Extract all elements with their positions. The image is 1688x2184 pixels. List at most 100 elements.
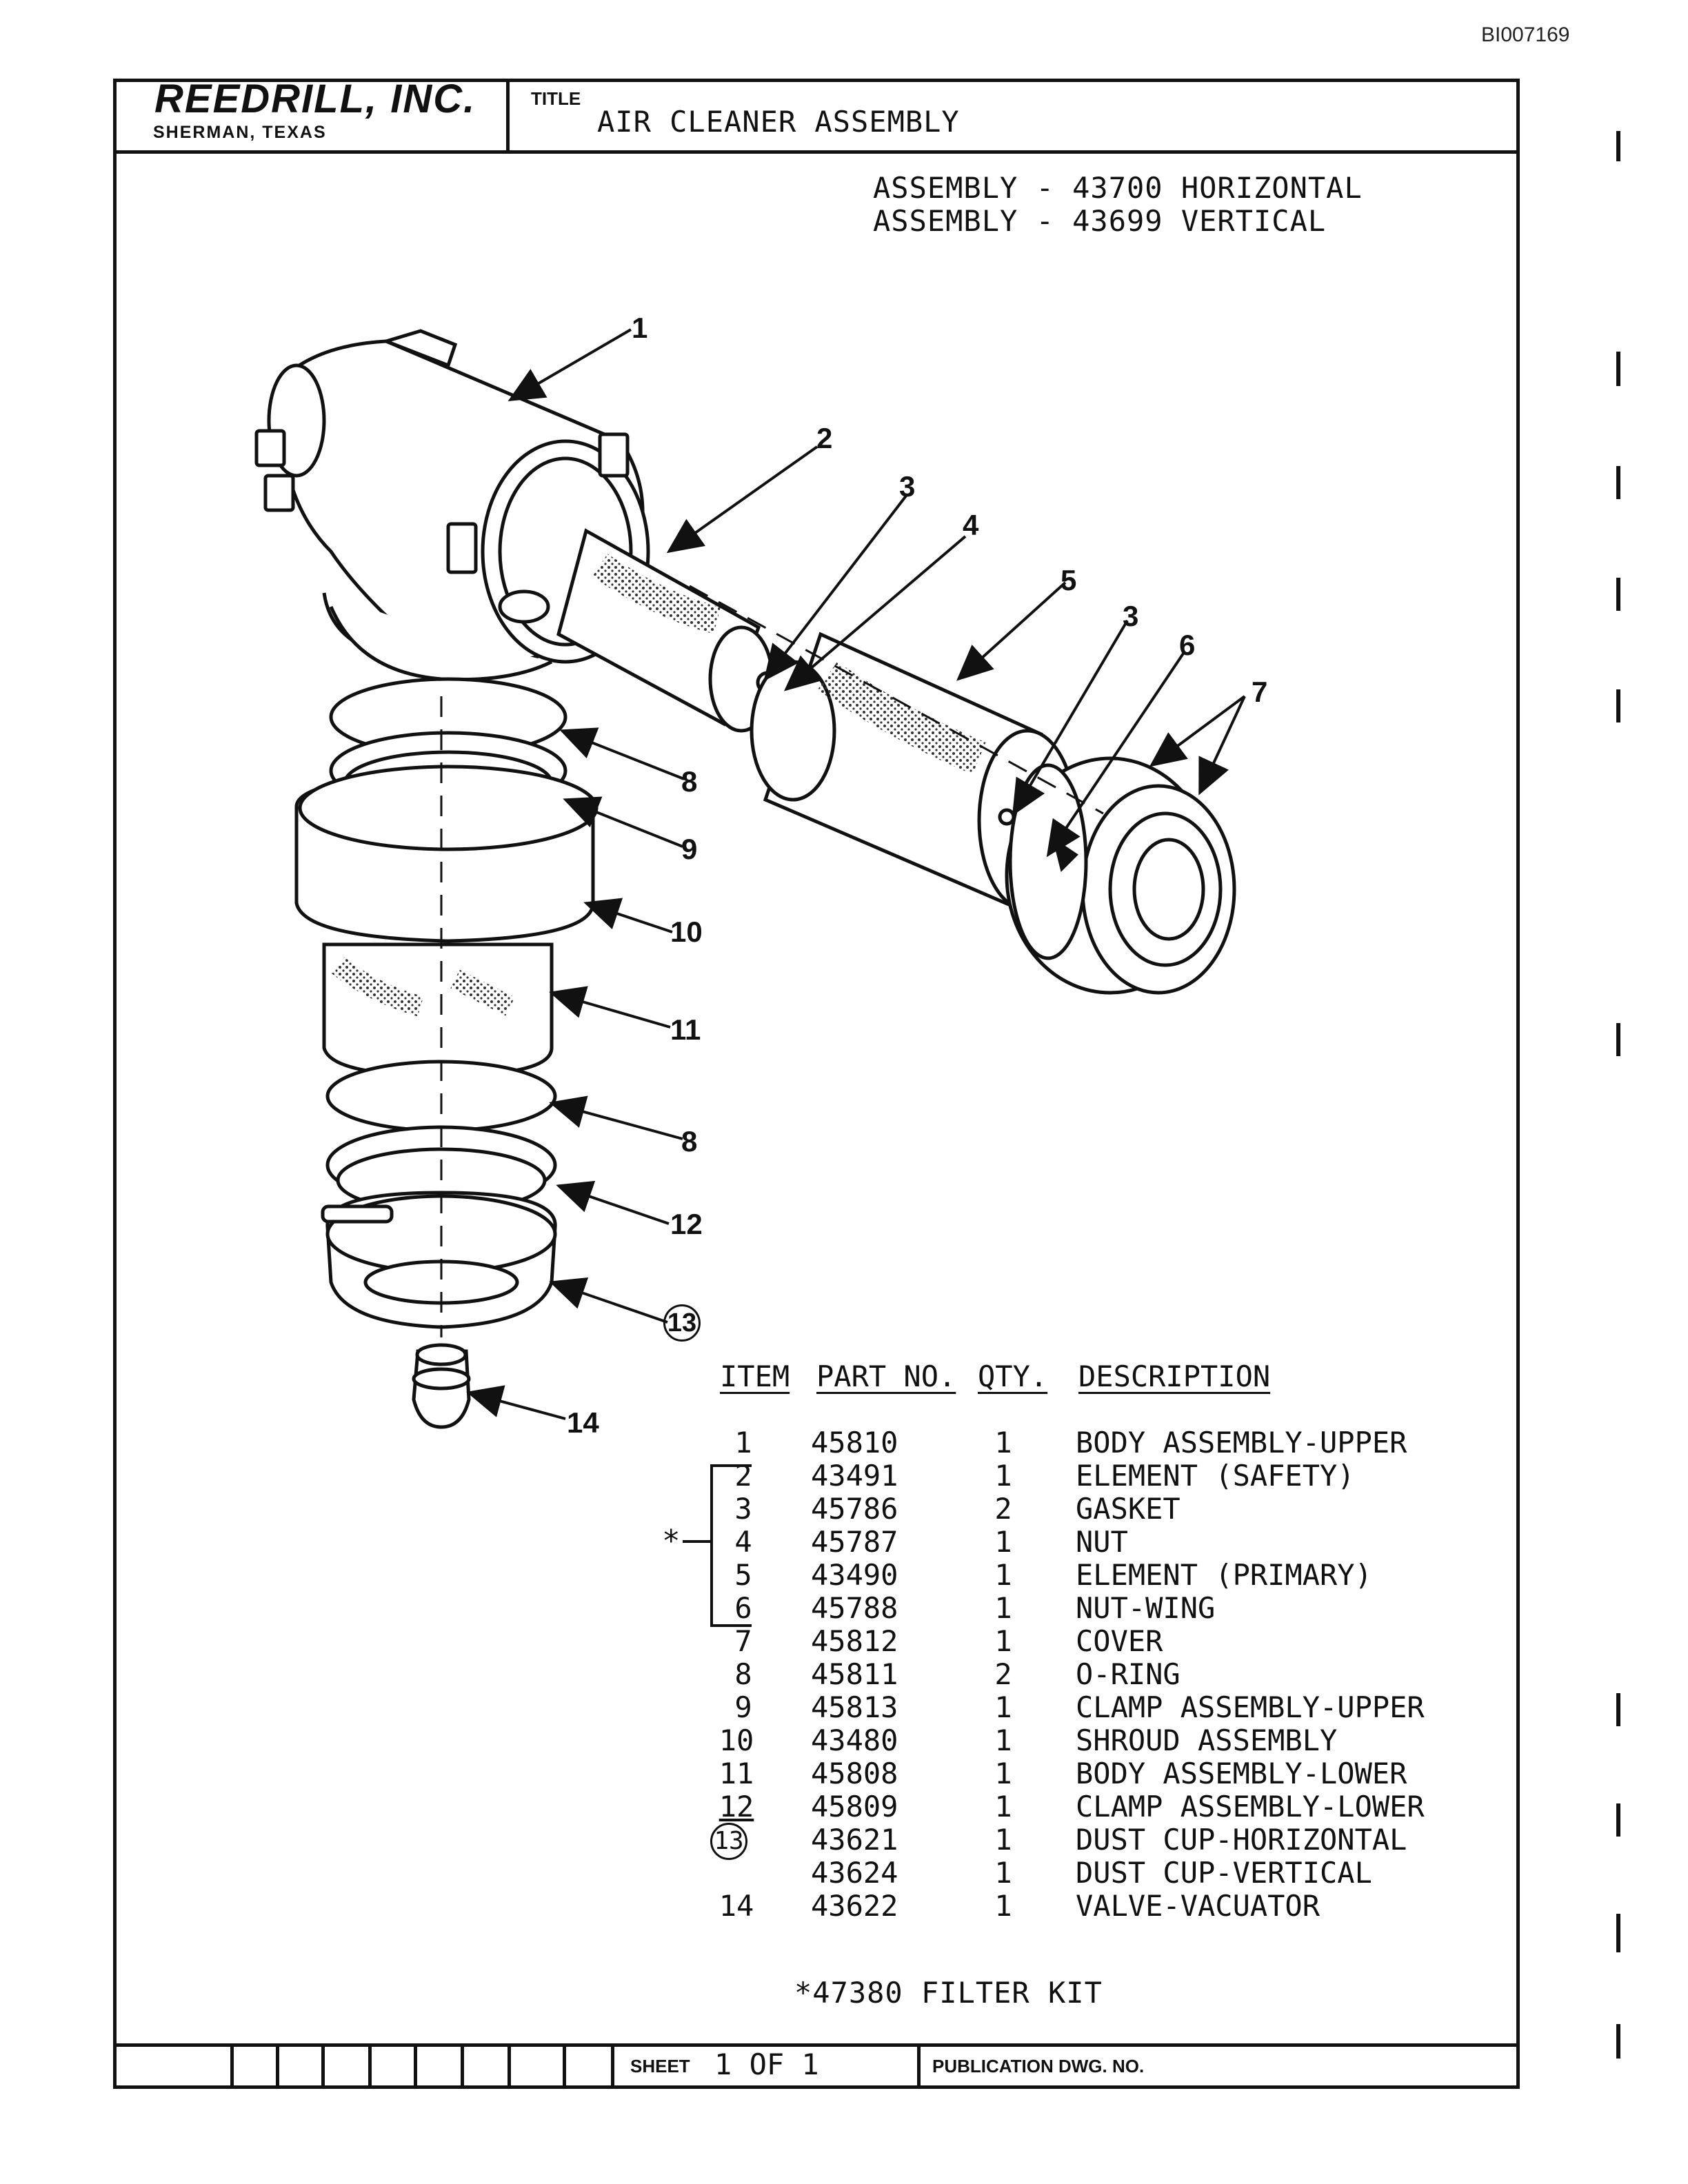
row-part: 45808 [811, 1757, 898, 1790]
scan-edge-mark [1616, 352, 1620, 386]
row-part: 43490 [811, 1558, 898, 1592]
row-qty: 1 [994, 1591, 1012, 1625]
row-qty: 1 [994, 1823, 1012, 1857]
filter-kit-note: *47380 FILTER KIT [794, 1976, 1103, 2010]
footer-divider [113, 2043, 1520, 2047]
row-desc: BODY ASSEMBLY-LOWER [1076, 1757, 1407, 1790]
footer-cell-divider [508, 2045, 511, 2089]
document-id: BI007169 [1481, 23, 1570, 46]
callout-13-circle: 13 [663, 1304, 701, 1342]
row-part: 45809 [811, 1790, 898, 1823]
drawing-title: AIR CLEANER ASSEMBLY [597, 105, 960, 139]
title-label: TITLE [531, 88, 581, 109]
footer-cell-divider [321, 2045, 325, 2089]
row-item: 7 [734, 1624, 752, 1658]
footer-cell-divider [563, 2045, 566, 2089]
row-qty: 1 [994, 1558, 1012, 1592]
row-part: 45788 [811, 1591, 898, 1625]
row-desc: CLAMP ASSEMBLY-UPPER [1076, 1690, 1425, 1724]
callout-7: 7 [1252, 676, 1268, 708]
row-item: 10 [719, 1723, 754, 1757]
row-desc: O-RING [1076, 1657, 1180, 1691]
callout-3b: 3 [1123, 600, 1139, 632]
table-header-desc: DESCRIPTION [1078, 1359, 1271, 1393]
row-item: 3 [734, 1492, 752, 1526]
row-desc: VALVE-VACUATOR [1076, 1889, 1320, 1923]
callout-1: 1 [632, 312, 648, 344]
row-desc: ELEMENT (PRIMARY) [1076, 1558, 1372, 1592]
row-item: 2 [734, 1459, 752, 1493]
row-part: 43624 [811, 1856, 898, 1890]
row-item: 9 [734, 1690, 752, 1724]
row-part: 43622 [811, 1889, 898, 1923]
callout-13: 13 [663, 1304, 701, 1342]
row-part: 43621 [811, 1823, 898, 1857]
row-part: 43491 [811, 1459, 898, 1493]
callout-8: 8 [681, 765, 698, 798]
scan-edge-mark [1616, 466, 1620, 499]
row-part: 45811 [811, 1657, 898, 1691]
row-qty: 1 [994, 1889, 1012, 1923]
callout-3: 3 [899, 470, 916, 503]
row-desc: GASKET [1076, 1492, 1180, 1526]
row-qty: 1 [994, 1790, 1012, 1823]
table-header-item: ITEM [720, 1359, 790, 1393]
kit-marker: * [662, 1524, 681, 1559]
row-qty: 1 [994, 1459, 1012, 1493]
leader-lines [466, 328, 1246, 1420]
callout-5: 5 [1061, 564, 1077, 596]
row-item: 6 [734, 1591, 752, 1625]
row-desc: NUT-WING [1076, 1591, 1216, 1625]
scan-edge-mark [1616, 131, 1620, 161]
scan-edge-mark [1616, 1693, 1620, 1726]
scan-edge-mark [1616, 2024, 1620, 2059]
row-desc: ELEMENT (SAFETY) [1076, 1459, 1355, 1493]
table-header-part: PART NO. [816, 1359, 956, 1393]
row-qty: 2 [994, 1657, 1012, 1691]
footer-cell-divider [276, 2045, 279, 2089]
row-part: 45786 [811, 1492, 898, 1526]
row-desc: BODY ASSEMBLY-UPPER [1076, 1426, 1407, 1459]
row-part: 43480 [811, 1723, 898, 1757]
callout-2: 2 [816, 422, 833, 454]
row-qty: 1 [994, 1856, 1012, 1890]
row-item: 12 [719, 1790, 754, 1823]
row-item: 1 [734, 1426, 752, 1459]
scan-edge-mark [1616, 578, 1620, 611]
row-desc: CLAMP ASSEMBLY-LOWER [1076, 1790, 1425, 1823]
row-desc: DUST CUP-VERTICAL [1076, 1856, 1372, 1890]
row-item: 14 [719, 1889, 754, 1923]
table-header-qty: QTY. [978, 1359, 1048, 1393]
row-qty: 2 [994, 1492, 1012, 1526]
row-item: 5 [734, 1558, 752, 1592]
company-name: REEDRILL, INC. [154, 77, 476, 121]
callout-8b: 8 [681, 1125, 698, 1157]
row-part: 45810 [811, 1426, 898, 1459]
row-item: 4 [734, 1525, 752, 1559]
footer-cell-divider [917, 2045, 921, 2089]
company-location: SHERMAN, TEXAS [153, 123, 327, 142]
sheet-value: 1 OF 1 [714, 2048, 819, 2081]
row-desc: SHROUD ASSEMBLY [1076, 1723, 1338, 1757]
callout-11: 11 [670, 1013, 701, 1046]
callout-10: 10 [670, 916, 703, 948]
assembly-vertical: ASSEMBLY - 43699 VERTICAL [873, 204, 1327, 238]
scan-edge-mark [1616, 1803, 1620, 1837]
row-part: 45812 [811, 1624, 898, 1658]
callout-9: 9 [681, 833, 698, 865]
sheet-label: SHEET [630, 2056, 690, 2076]
callout-12: 12 [670, 1208, 703, 1240]
header-separator [506, 79, 510, 153]
footer-cell-divider [611, 2045, 614, 2089]
cover-assembly [1005, 756, 1236, 995]
header-divider [113, 150, 1520, 154]
footer-cell-divider [461, 2045, 464, 2089]
footer-cell-divider [414, 2045, 417, 2089]
drawing-frame [113, 79, 1520, 2089]
row-item: 11 [719, 1757, 754, 1790]
publication-dwg-label: PUBLICATION DWG. NO. [932, 2056, 1145, 2076]
row-desc: DUST CUP-HORIZONTAL [1076, 1823, 1407, 1857]
row-qty: 1 [994, 1525, 1012, 1559]
row-desc: NUT [1076, 1525, 1128, 1559]
